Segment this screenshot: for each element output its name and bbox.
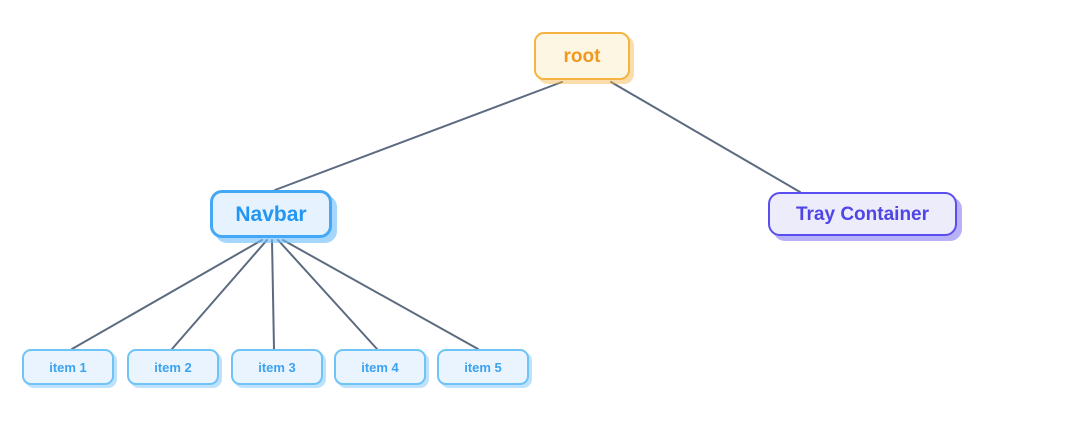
node-item-2-label: item 2 bbox=[154, 359, 192, 375]
node-tray-container[interactable]: Tray Container bbox=[768, 192, 957, 236]
node-item-3[interactable]: item 3 bbox=[231, 349, 323, 385]
edge-root-to-navbar bbox=[274, 81, 563, 191]
edge-navbar-to-item5 bbox=[282, 239, 479, 350]
edge-navbar-to-item4 bbox=[277, 239, 378, 350]
node-root-label: root bbox=[563, 45, 601, 67]
node-root[interactable]: root bbox=[534, 32, 630, 80]
node-tray-container-label: Tray Container bbox=[795, 203, 930, 225]
node-item-1[interactable]: item 1 bbox=[22, 349, 114, 385]
node-navbar-label: Navbar bbox=[235, 202, 307, 226]
node-item-4-label: item 4 bbox=[361, 359, 399, 375]
node-item-5[interactable]: item 5 bbox=[437, 349, 529, 385]
node-navbar[interactable]: Navbar bbox=[210, 190, 332, 238]
edge-root-to-tray bbox=[610, 81, 801, 193]
edge-navbar-to-item3 bbox=[271, 239, 275, 350]
node-item-2[interactable]: item 2 bbox=[127, 349, 219, 385]
node-item-4[interactable]: item 4 bbox=[334, 349, 426, 385]
edge-navbar-to-item2 bbox=[171, 239, 268, 350]
node-item-1-label: item 1 bbox=[49, 359, 87, 375]
edge-navbar-to-item1 bbox=[71, 239, 263, 350]
node-item-5-label: item 5 bbox=[464, 359, 502, 375]
node-item-3-label: item 3 bbox=[258, 359, 296, 375]
